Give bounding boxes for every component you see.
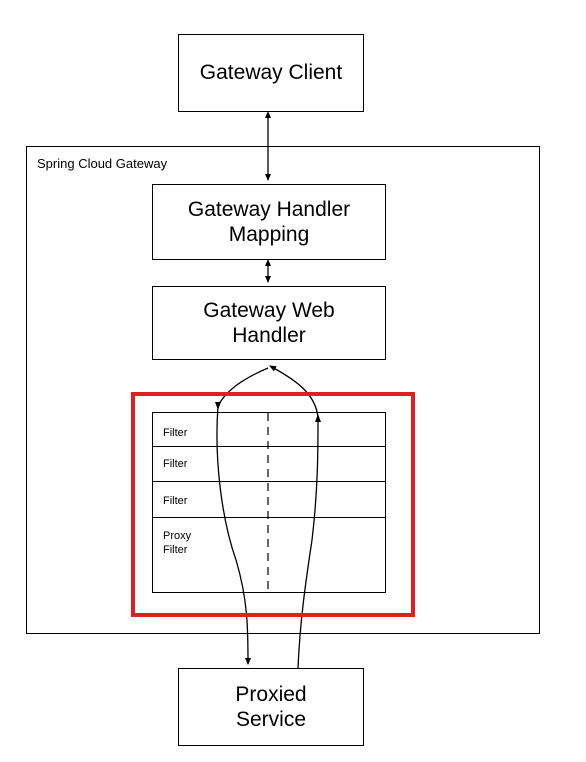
request-entry-arrow (215, 402, 221, 410)
response-flow-path (269, 365, 319, 669)
proxied-service-node: Proxied Service (178, 668, 364, 746)
spring-cloud-gateway-container (26, 146, 540, 634)
filter-row: Proxy Filter (153, 518, 385, 592)
filter-row: Filter (153, 413, 385, 447)
filter-chain-table: Filter Filter Filter Proxy Filter (152, 412, 386, 593)
gateway-client-label: Gateway Client (199, 61, 343, 85)
filter-label: Filter (163, 495, 188, 507)
filter-label: Filter (163, 458, 188, 470)
proxy-filter-label: Proxy Filter (163, 530, 192, 556)
handler-mapping-node: Gateway Handler Mapping (152, 184, 386, 260)
web-handler-node: Gateway Web Handler (152, 286, 386, 360)
handler-mapping-label: Gateway Handler Mapping (187, 197, 351, 246)
filter-row: Filter (153, 447, 385, 482)
request-flow-path (216, 367, 269, 665)
filter-row: Filter (153, 482, 385, 518)
web-handler-label: Gateway Web Handler (203, 298, 335, 347)
container-label: Spring Cloud Gateway (37, 156, 168, 171)
response-exit-arrow (315, 414, 321, 422)
filter-label: Filter (163, 427, 188, 439)
gateway-client-node: Gateway Client (178, 34, 364, 112)
proxied-service-label: Proxied Service (235, 682, 307, 731)
